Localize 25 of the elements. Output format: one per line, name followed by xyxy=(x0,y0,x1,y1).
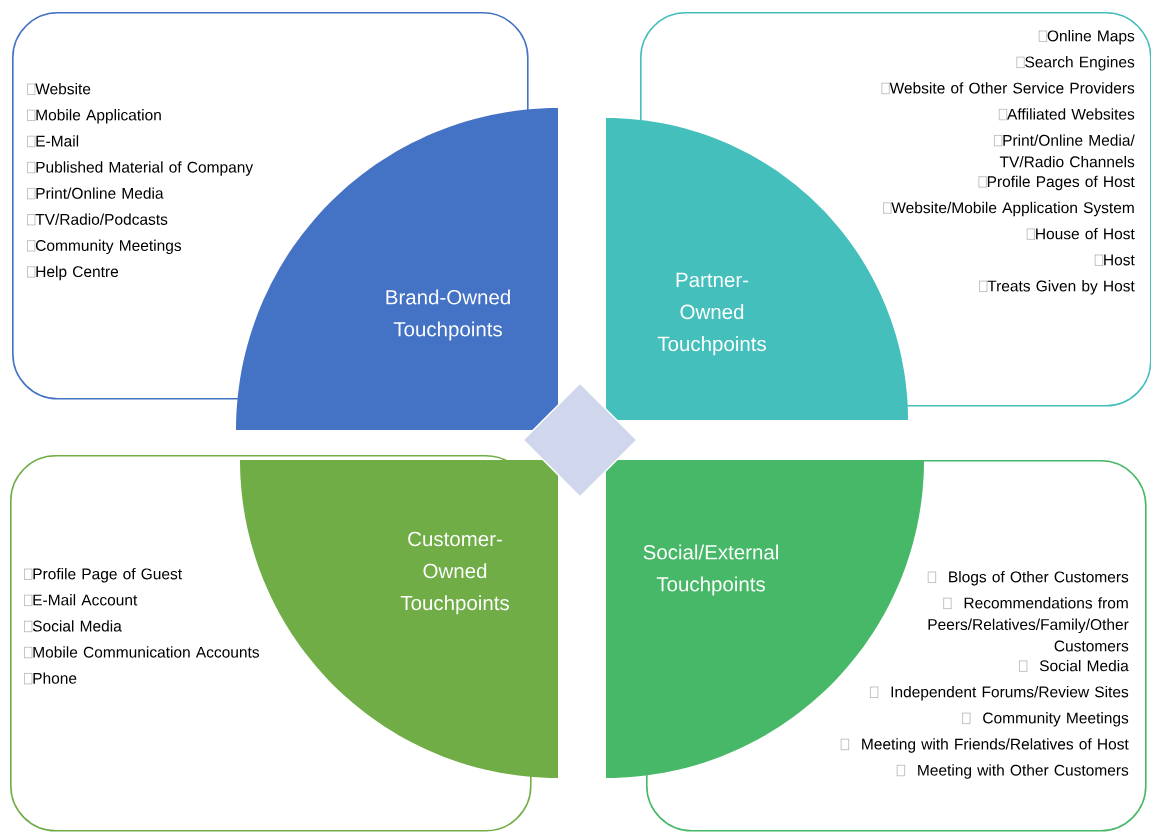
list-item: TV/Radio/Podcasts xyxy=(26,213,168,226)
list-item: Help Centre xyxy=(26,265,119,281)
diamond xyxy=(522,382,638,498)
list-item: Online Maps xyxy=(1038,30,1135,45)
list-item: Affiliated Websites xyxy=(998,108,1135,121)
list-item: Social Media xyxy=(1018,659,1129,672)
list-item: Community Meetings xyxy=(26,239,182,255)
list-item: Treats Given by Host xyxy=(978,280,1135,295)
list-item: House of Host xyxy=(1026,227,1135,240)
list-item: Profile Page of Guest xyxy=(23,568,182,583)
list-item: Profile Pages of Host xyxy=(978,175,1135,191)
list-item: E-Mail xyxy=(26,135,79,147)
list-item: Blogs of Other Customers xyxy=(927,571,1129,586)
list-item: Mobile Application xyxy=(26,109,161,124)
list-item: E-Mail Account xyxy=(23,594,138,606)
list-item: Phone xyxy=(23,672,77,685)
list-item: Website of Other Service Providers xyxy=(881,82,1135,94)
list-item: Print/Online Media/ TV/Radio Channels xyxy=(993,134,1135,168)
list-item: Print/Online Media xyxy=(26,187,164,200)
list-item: Social Media xyxy=(23,620,122,632)
list-item: Search Engines xyxy=(1016,56,1135,71)
list-item: Community Meetings xyxy=(962,712,1129,727)
list-item: Recommendations from Peers/Relatives/Family/Other Customers xyxy=(928,597,1129,652)
list-item: Website xyxy=(26,83,91,95)
list-item: Host xyxy=(1094,254,1135,266)
